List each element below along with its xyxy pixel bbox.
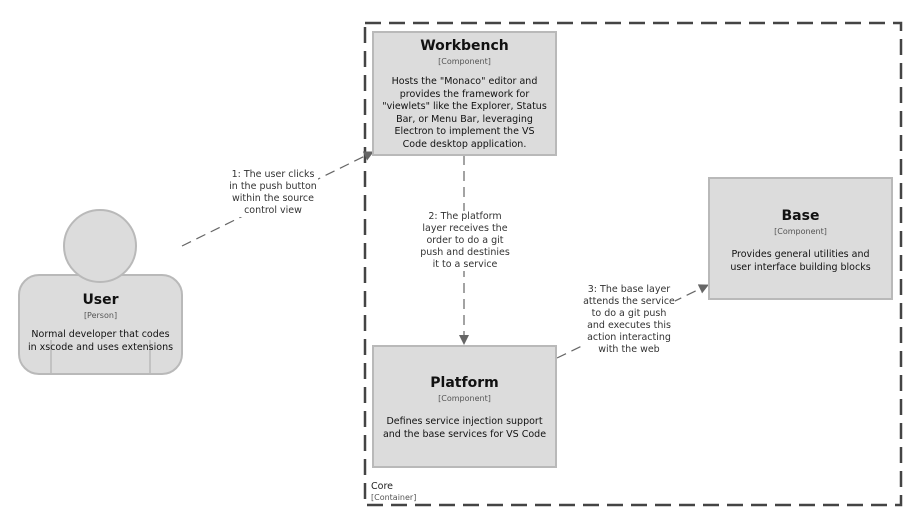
workbench-component: Workbench [Component] Hosts the "Monaco"… <box>372 31 557 156</box>
workbench-name: Workbench <box>420 38 509 54</box>
relation-1-label: 1: The user clicks in the push button wi… <box>228 169 318 217</box>
user-type: [Person] <box>83 311 118 320</box>
workbench-description: Hosts the "Monaco" editor and provides t… <box>382 76 547 150</box>
relation-3-label: 3: The base layer attends the service to… <box>583 284 675 356</box>
base-description: Provides general utilities and user inte… <box>730 249 871 273</box>
base-component: Base [Component] Provides general utilit… <box>708 177 893 300</box>
base-name: Base <box>781 208 820 224</box>
platform-name: Platform <box>430 375 499 391</box>
relation-1-edge <box>181 151 374 247</box>
base-type: [Component] <box>774 227 827 236</box>
workbench-type: [Component] <box>438 57 491 66</box>
boundary-name: Core <box>371 481 393 492</box>
user-name: User <box>82 292 119 308</box>
boundary-type: [Container] <box>371 493 417 502</box>
user-description: Normal developer that codes in xscode an… <box>27 329 174 353</box>
user-person-shape <box>18 209 183 375</box>
user-person: User [Person] Normal developer that code… <box>19 291 182 354</box>
relation-2-label: 2: The platform layer receives the order… <box>419 211 511 271</box>
platform-description: Defines service injection support and th… <box>382 416 547 440</box>
platform-type: [Component] <box>438 394 491 403</box>
core-boundary <box>363 21 903 507</box>
platform-component: Platform [Component] Defines service inj… <box>372 345 557 468</box>
